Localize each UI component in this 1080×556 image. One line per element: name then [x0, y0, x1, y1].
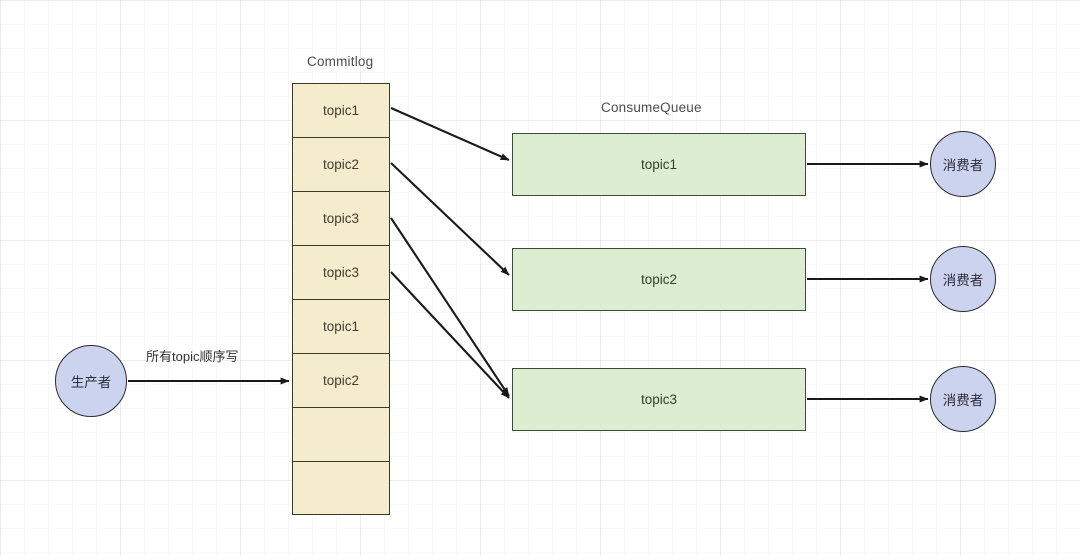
commitlog-cell-5[interactable]: topic2 [292, 353, 390, 407]
commitlog-cell-label: topic1 [322, 319, 360, 334]
commitlog-cell-2[interactable]: topic3 [292, 191, 390, 245]
consumequeue-box-topic2[interactable]: topic2 [512, 248, 806, 311]
edge-cell5-to-cq-topic2 [391, 272, 509, 275]
commitlog-cell-4[interactable]: topic1 [292, 299, 390, 353]
producer-label: 生产者 [70, 375, 112, 390]
consumequeue-box-topic1[interactable]: topic1 [512, 133, 806, 196]
commitlog-cell-3[interactable]: topic3 [292, 245, 390, 299]
consumer-node-0[interactable]: 消费者 [930, 131, 996, 197]
consumer-node-2[interactable]: 消费者 [930, 366, 996, 432]
commitlog-cell-label: topic2 [322, 157, 360, 172]
commitlog-cell-0[interactable]: topic1 [292, 83, 390, 137]
consumequeue-box-label: topic3 [640, 392, 678, 407]
consumequeue-box-label: topic2 [640, 272, 678, 287]
commitlog-cell-label: topic1 [322, 103, 360, 118]
commitlog-cell-label: topic2 [322, 373, 360, 388]
commitlog-cell-1[interactable]: topic2 [292, 137, 390, 191]
commitlog-title: Commitlog [307, 54, 374, 69]
edge-cell1-to-cq-topic2 [390, 162, 510, 276]
consumequeue-box-label: topic1 [640, 157, 678, 172]
consumer-label: 消费者 [942, 393, 984, 408]
consumequeue-title: ConsumeQueue [601, 100, 702, 115]
edge-cell2-to-cq-topic3 [390, 217, 510, 397]
consumequeue-box-topic3[interactable]: topic3 [512, 368, 806, 431]
consumer-node-1[interactable]: 消费者 [930, 246, 996, 312]
edge-cell0-to-cq-topic1 [390, 107, 510, 161]
producer-node[interactable]: 生产者 [55, 345, 127, 417]
commitlog-cell-7[interactable] [292, 461, 390, 515]
commitlog-cell-label: topic3 [322, 211, 360, 226]
commitlog-cell-6[interactable] [292, 407, 390, 461]
producer-edge-label: 所有topic顺序写 [146, 349, 239, 364]
consumer-label: 消费者 [942, 273, 984, 288]
edge-cell3-to-cq-topic3 [390, 271, 510, 399]
consumer-label: 消费者 [942, 158, 984, 173]
commitlog-cell-label: topic3 [322, 265, 360, 280]
